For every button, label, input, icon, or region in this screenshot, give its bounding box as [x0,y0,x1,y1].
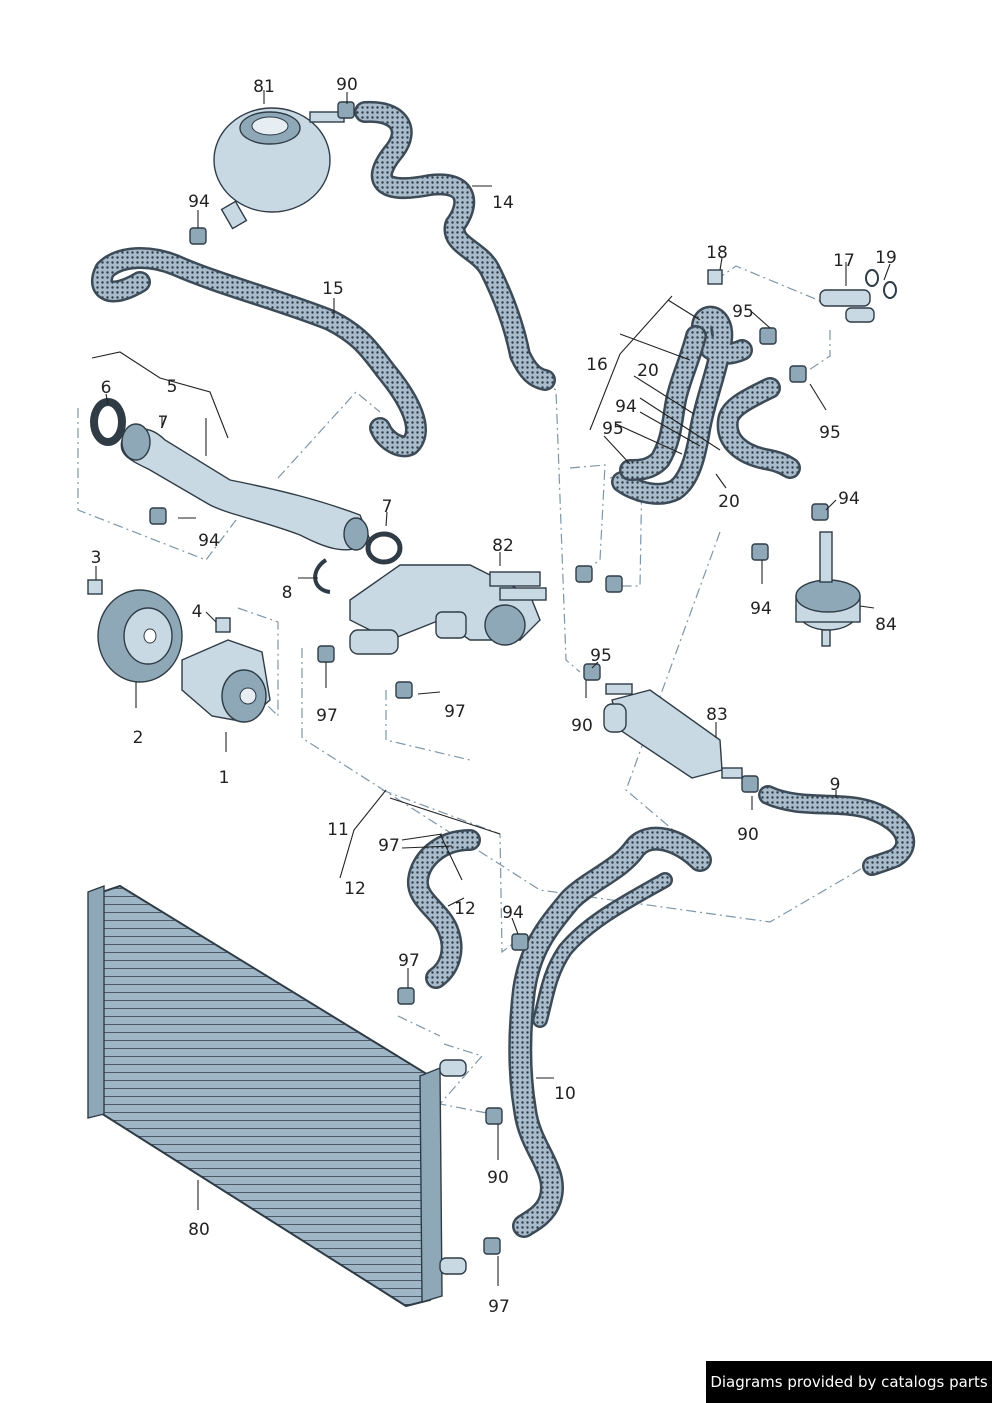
credit-text: Diagrams provided by catalogs parts [710,1373,988,1391]
part-label-84: 84 [875,615,897,635]
oil-cooler-84 [795,531,861,647]
part-label-80: 80 [188,1220,210,1240]
part-label-95: 95 [602,419,624,439]
part-label-81: 81 [253,77,275,97]
part-label-15: 15 [322,279,344,299]
part-label-2: 2 [133,728,144,748]
part-number-leaders [91,90,891,1286]
part-label-97: 97 [316,706,338,726]
part-label-4: 4 [192,602,203,622]
part-number-labels: 81 90 94 14 15 18 17 19 95 16 20 94 95 9… [91,75,897,1317]
part-label-8: 8 [282,583,293,603]
part-label-94: 94 [838,489,860,509]
part-label-97: 97 [398,951,420,971]
part-label-7: 7 [382,497,393,517]
part-label-7: 7 [158,413,169,433]
part-label-20: 20 [637,361,659,381]
credit-banner: Diagrams provided by catalogs parts [706,1361,992,1403]
part-label-82: 82 [492,536,514,556]
part-label-12: 12 [454,899,476,919]
expansion-tank [213,107,345,230]
part-label-18: 18 [706,243,728,263]
hoses [91,100,916,1238]
part-label-95: 95 [819,423,841,443]
part-label-1: 1 [219,768,230,788]
part-label-95: 95 [590,646,612,666]
coolant-pump-1 [181,639,271,723]
part-label-20: 20 [718,492,740,512]
part-label-94: 94 [198,531,220,551]
coolant-pipe-7 [120,423,371,551]
part-label-90: 90 [737,825,759,845]
part-label-9: 9 [830,775,841,795]
part-label-97: 97 [378,836,400,856]
part-label-6: 6 [101,378,112,398]
part-label-5: 5 [167,377,178,397]
part-label-94: 94 [188,192,210,212]
part-label-83: 83 [706,705,728,725]
part-label-94: 94 [615,397,637,417]
connector-17 [819,269,897,323]
part-label-94: 94 [502,903,524,923]
part-label-11: 11 [327,820,349,840]
radiator-80 [87,884,467,1308]
hose-clamps [149,101,829,1255]
part-label-19: 19 [875,248,897,268]
retaining-clip-8 [313,558,331,594]
pulley-2 [97,589,183,683]
part-label-16: 16 [586,355,608,375]
part-label-95: 95 [732,302,754,322]
o-ring-7 [365,531,403,565]
part-label-14: 14 [492,193,514,213]
coolant-flange-82 [349,564,547,655]
part-label-94: 94 [750,599,772,619]
bolts [87,269,723,633]
part-label-10: 10 [554,1084,576,1104]
assembly-leader-lines [77,265,867,1115]
gasket-6 [90,398,126,446]
part-label-90: 90 [571,716,593,736]
part-label-90: 90 [487,1168,509,1188]
part-label-90: 90 [336,75,358,95]
part-label-17: 17 [833,251,855,271]
part-label-97: 97 [488,1297,510,1317]
part-label-3: 3 [91,548,102,568]
auxiliary-pump-83 [603,683,743,779]
part-label-97: 97 [444,702,466,722]
part-label-12: 12 [344,879,366,899]
